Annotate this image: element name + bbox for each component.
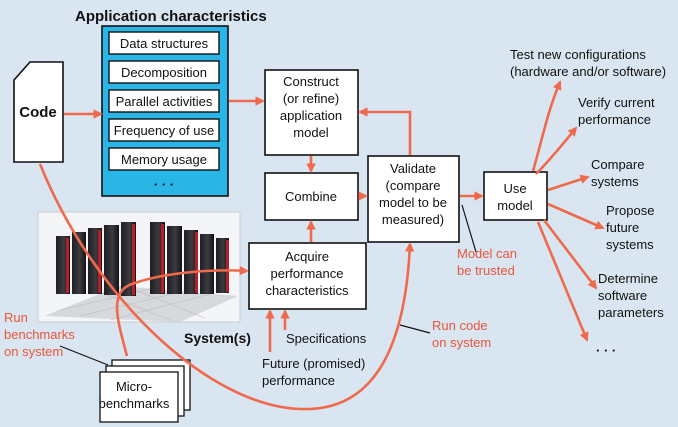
acquire-line-1: Acquire bbox=[285, 249, 329, 264]
arrow-use-to-test bbox=[531, 80, 562, 172]
app-item-data-structures-box bbox=[108, 31, 220, 55]
construct-box bbox=[264, 69, 359, 156]
run-code-line-1: Run code bbox=[432, 318, 488, 333]
validate-box bbox=[367, 155, 460, 243]
code-document-icon bbox=[13, 61, 64, 163]
app-item-memory-usage: Memory usage bbox=[121, 152, 207, 167]
construct-line-2: (or refine) bbox=[283, 91, 339, 106]
systems-label: System(s) bbox=[184, 330, 251, 346]
output-determine-line-1: Determine bbox=[598, 271, 658, 286]
use-model-box bbox=[483, 171, 548, 221]
app-item-frequency-of-use: Frequency of use bbox=[114, 123, 214, 138]
construct-line-1: Construct bbox=[283, 74, 339, 89]
output-verify-line-1: Verify current bbox=[578, 95, 655, 110]
arrow-use-to-more bbox=[536, 221, 589, 342]
output-compare-line-1: Compare bbox=[591, 157, 644, 172]
micro-doc-front bbox=[99, 371, 179, 423]
output-more: · · · bbox=[596, 343, 616, 358]
arrow-use-to-determine bbox=[542, 219, 598, 290]
app-item-more: · · · bbox=[154, 177, 174, 192]
run-code-leader bbox=[399, 324, 431, 334]
app-item-decomposition-box bbox=[108, 60, 220, 84]
app-item-parallel-activities: Parallel activities bbox=[116, 94, 213, 109]
supercomputer-image bbox=[37, 211, 241, 323]
output-test-line-1: Test new configurations bbox=[510, 47, 646, 62]
run-benchmarks-line-1: Run bbox=[4, 310, 28, 325]
output-propose-line-1: Propose bbox=[606, 203, 654, 218]
output-determine-line-2: software bbox=[598, 288, 647, 303]
trusted-leader bbox=[461, 204, 477, 253]
use-model-line-2: model bbox=[497, 198, 533, 213]
validate-line-2: (compare bbox=[386, 178, 441, 193]
use-model-line-1: Use bbox=[503, 181, 526, 196]
output-test-line-2: (hardware and/or software) bbox=[510, 64, 666, 79]
run-benchmarks-line-2: benchmarks bbox=[4, 327, 75, 342]
micro-line-2: benchmarks bbox=[99, 396, 170, 411]
construct-line-4: model bbox=[293, 125, 329, 140]
construct-line-3: application bbox=[280, 108, 342, 123]
arrow-use-to-compare bbox=[547, 174, 590, 192]
arrow-rack-to-acquire bbox=[115, 265, 249, 357]
trusted-line-1: Model can bbox=[457, 246, 517, 261]
output-propose-line-3: systems bbox=[606, 237, 654, 252]
code-label: Code bbox=[19, 104, 57, 121]
acquire-line-3: characteristics bbox=[265, 283, 349, 298]
output-verify-line-2: performance bbox=[578, 112, 651, 127]
future-line-1: Future (promised) bbox=[262, 356, 365, 371]
combine-box bbox=[264, 172, 359, 221]
validate-line-1: Validate bbox=[390, 161, 436, 176]
run-benchmarks-line-3: on system bbox=[4, 344, 63, 359]
specifications-label: Specifications bbox=[286, 331, 367, 346]
combine-label: Combine bbox=[285, 189, 337, 204]
output-determine-line-3: parameters bbox=[598, 305, 664, 320]
trusted-line-2: be trusted bbox=[457, 263, 515, 278]
app-item-frequency-of-use-box bbox=[108, 118, 220, 142]
app-item-parallel-activities-box bbox=[108, 89, 220, 113]
acquire-line-2: performance bbox=[271, 266, 344, 281]
output-compare-line-2: systems bbox=[591, 174, 639, 189]
arrow-use-to-verify bbox=[535, 126, 578, 175]
acquire-box bbox=[248, 242, 367, 310]
app-characteristics-title: Application characteristics bbox=[75, 8, 267, 25]
run-benchmarks-leader bbox=[59, 345, 109, 366]
future-line-2: performance bbox=[262, 373, 335, 388]
arrow-validate-to-construct bbox=[358, 107, 412, 155]
micro-line-1: Micro- bbox=[116, 379, 152, 394]
validate-line-3: model to be bbox=[379, 195, 447, 210]
app-item-decomposition: Decomposition bbox=[121, 65, 207, 80]
app-item-data-structures: Data structures bbox=[120, 36, 209, 51]
arrow-use-to-propose bbox=[547, 202, 605, 230]
app-item-memory-usage-box bbox=[108, 147, 220, 171]
run-code-line-2: on system bbox=[432, 335, 491, 350]
validate-line-4: measured) bbox=[382, 212, 444, 227]
output-propose-line-2: future bbox=[606, 220, 639, 235]
flow-arrows bbox=[38, 80, 605, 411]
arrow-code-to-validate bbox=[38, 163, 415, 411]
